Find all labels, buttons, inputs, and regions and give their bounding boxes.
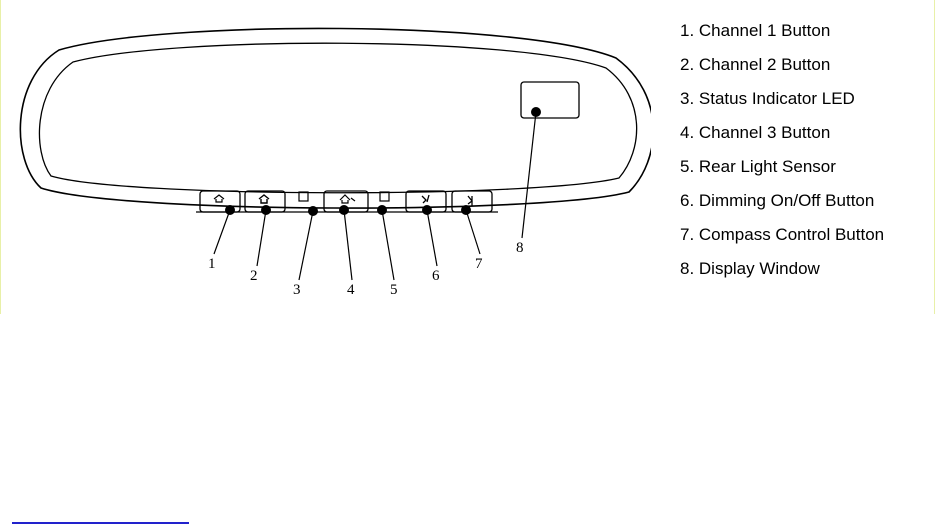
rear-light-sensor [380, 192, 389, 201]
legend: 1. Channel 1 Button 2. Channel 2 Button … [680, 14, 884, 286]
channel-2-icon [259, 195, 269, 203]
callout-number-6: 6 [432, 268, 440, 284]
compass-icon [468, 196, 472, 206]
callout-number-2: 2 [250, 268, 258, 284]
link-underline[interactable] [12, 522, 189, 524]
legend-item-1: 1. Channel 1 Button [680, 14, 884, 48]
leader-line-2 [257, 210, 266, 266]
legend-item-7: 7. Compass Control Button [680, 218, 884, 252]
figure-panel: 1 2 3 4 5 6 7 8 1. Channel 1 Button 2. C… [0, 0, 935, 314]
mirror-diagram: 1 2 3 4 5 6 7 8 [1, 0, 651, 314]
callout-number-8: 8 [516, 240, 524, 256]
leader-line-3 [299, 211, 313, 280]
legend-item-4: 4. Channel 3 Button [680, 116, 884, 150]
legend-item-2: 2. Channel 2 Button [680, 48, 884, 82]
leader-line-4 [344, 210, 352, 280]
display-window [521, 82, 579, 118]
legend-item-8: 8. Display Window [680, 252, 884, 286]
channel-3-icon [340, 195, 355, 203]
status-led [299, 192, 308, 201]
callout-number-7: 7 [475, 256, 483, 272]
legend-item-5: 5. Rear Light Sensor [680, 150, 884, 184]
callout-number-5: 5 [390, 282, 398, 298]
legend-item-6: 6. Dimming On/Off Button [680, 184, 884, 218]
channel-1-icon [214, 195, 224, 202]
compass-button [452, 191, 492, 212]
leader-line-7 [466, 210, 480, 254]
callout-number-3: 3 [293, 282, 301, 298]
leader-line-1 [214, 210, 230, 254]
dimming-icon [422, 195, 429, 203]
leader-line-6 [427, 210, 437, 266]
callout-number-1: 1 [208, 256, 216, 272]
leader-line-8 [522, 112, 536, 238]
callout-number-4: 4 [347, 282, 355, 298]
leader-line-5 [382, 210, 394, 280]
legend-item-3: 3. Status Indicator LED [680, 82, 884, 116]
